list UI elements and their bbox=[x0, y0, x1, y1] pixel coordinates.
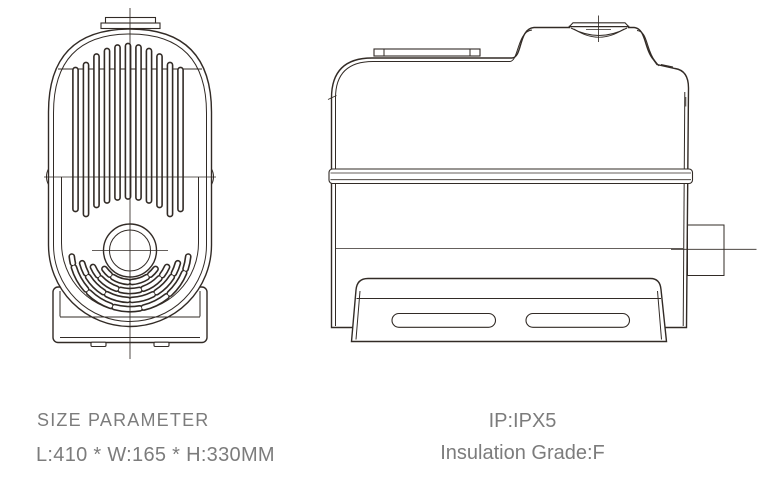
size-parameter-value: L:410 * W:165 * H:330MM bbox=[36, 444, 275, 466]
front-view-drawing bbox=[44, 8, 216, 359]
top-port bbox=[568, 15, 630, 42]
rating-block: IP:IPX5 Insulation Grade:F bbox=[402, 410, 643, 465]
top-plate bbox=[373, 48, 481, 57]
insulation-grade-text: Insulation Grade:F bbox=[440, 442, 605, 464]
front-view-centerlines bbox=[44, 8, 216, 359]
base-foot-right bbox=[153, 341, 170, 348]
bracket-slot-right bbox=[525, 312, 631, 328]
side-view-drawing bbox=[327, 15, 757, 343]
ip-rating-text: IP:IPX5 bbox=[488, 410, 557, 432]
outlet-port bbox=[671, 224, 757, 276]
size-parameter-label: SIZE PARAMETER bbox=[37, 410, 210, 430]
mounting-bracket bbox=[350, 277, 668, 343]
clamp-band bbox=[328, 168, 694, 185]
top-cap bbox=[100, 16, 161, 30]
bracket-slot-left bbox=[391, 312, 497, 328]
base-foot-left bbox=[90, 341, 107, 348]
cooling-fins bbox=[72, 42, 184, 218]
